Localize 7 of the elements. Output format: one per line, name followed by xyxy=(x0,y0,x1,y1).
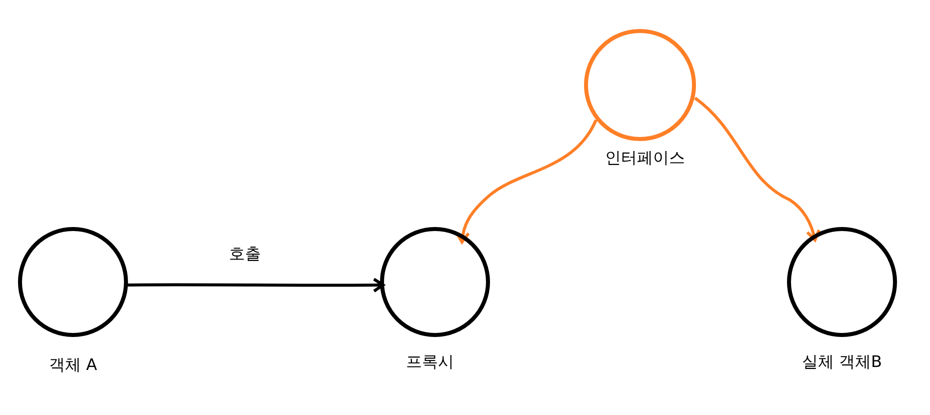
arrow xyxy=(694,96,820,242)
node-label: 객체 A xyxy=(48,355,98,376)
node-label: 실체 객체B xyxy=(802,352,882,373)
node-label: 프록시 xyxy=(406,352,454,373)
arrow xyxy=(126,278,384,293)
node-label: 인터페이스 xyxy=(605,148,685,169)
arrow xyxy=(455,119,598,244)
